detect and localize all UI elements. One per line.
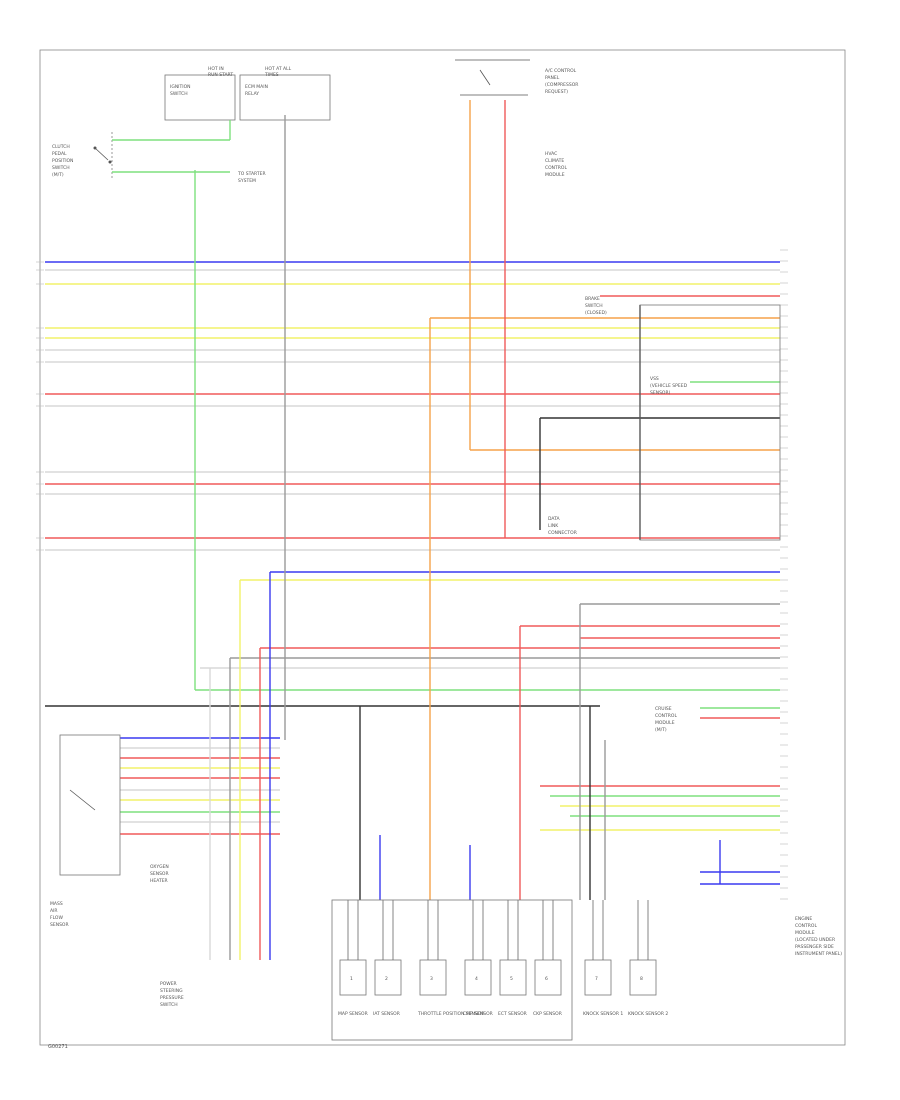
svg-text:OXYGEN: OXYGEN xyxy=(150,864,169,870)
svg-text:SENSOR): SENSOR) xyxy=(650,390,671,396)
inner-module-box xyxy=(639,304,781,541)
svg-text:HEATER: HEATER xyxy=(150,878,168,884)
svg-text:LINK: LINK xyxy=(548,523,559,529)
sensor-box xyxy=(629,959,657,996)
svg-text:HOT IN: HOT IN xyxy=(208,66,224,72)
svg-text:SYSTEM: SYSTEM xyxy=(238,178,256,184)
sensor-box xyxy=(584,959,612,996)
svg-text:(M/T): (M/T) xyxy=(655,727,667,733)
sensor-name: CKP SENSOR xyxy=(533,1011,562,1017)
sensor-name: THROTTLE POSITION SENSOR xyxy=(417,1011,484,1017)
sensor-name: KNOCK SENSOR 1 xyxy=(583,1011,623,1017)
sensor-box xyxy=(534,959,562,996)
svg-text:MODULE: MODULE xyxy=(545,172,565,178)
svg-text:IGNITION: IGNITION xyxy=(170,84,191,90)
sensor-number: 5 xyxy=(510,976,513,982)
svg-text:BRAKE: BRAKE xyxy=(585,296,600,302)
svg-text:SWITCH: SWITCH xyxy=(52,165,70,171)
svg-text:CRUISE: CRUISE xyxy=(655,706,672,712)
sensor-number: 4 xyxy=(475,976,478,982)
sensor-number: 1 xyxy=(350,976,353,982)
diagram-frame xyxy=(39,49,846,1046)
svg-text:TO STARTER: TO STARTER xyxy=(237,171,266,177)
sensor-number: 6 xyxy=(545,976,548,982)
sensor-name: KNOCK SENSOR 2 xyxy=(628,1011,668,1017)
svg-text:POWER: POWER xyxy=(160,981,177,987)
svg-text:CONTROL: CONTROL xyxy=(545,165,567,171)
svg-text:DATA: DATA xyxy=(548,516,561,522)
svg-text:PRESSURE: PRESSURE xyxy=(160,995,184,1001)
sensor-number: 2 xyxy=(385,976,388,982)
svg-text:CLIMATE: CLIMATE xyxy=(545,158,564,164)
svg-text:CLUTCH: CLUTCH xyxy=(52,144,70,150)
svg-text:RELAY: RELAY xyxy=(245,91,259,97)
svg-text:PEDAL: PEDAL xyxy=(52,151,67,157)
svg-text:TIMES: TIMES xyxy=(264,72,279,78)
svg-text:HVAC: HVAC xyxy=(545,151,557,157)
footer-code: G00271 xyxy=(48,1044,68,1050)
sensor-box xyxy=(464,959,492,996)
top-left-switch-group: CLUTCH PEDAL POSITION SWITCH (M/T) xyxy=(52,132,113,180)
left-connector-pins xyxy=(36,261,44,551)
svg-text:VSS: VSS xyxy=(650,376,659,382)
top-center-relay: A/C CONTROL PANEL (COMPRESSOR REQUEST) H… xyxy=(455,59,578,178)
svg-text:ECM MAIN: ECM MAIN xyxy=(245,84,268,90)
right-connector-pins xyxy=(780,249,788,900)
svg-text:SWITCH: SWITCH xyxy=(585,303,603,309)
svg-text:SENSOR: SENSOR xyxy=(150,871,169,877)
svg-text:(VEHICLE SPEED: (VEHICLE SPEED xyxy=(650,383,688,389)
sensor-number: 7 xyxy=(595,976,598,982)
sensor-number: 8 xyxy=(640,976,643,982)
svg-text:HOT AT ALL: HOT AT ALL xyxy=(265,66,292,72)
svg-text:MODULE: MODULE xyxy=(655,720,675,726)
vertical-wire-bus xyxy=(112,100,721,960)
svg-text:SWITCH: SWITCH xyxy=(160,1002,178,1008)
svg-text:POSITION: POSITION xyxy=(52,158,73,164)
svg-text:(M/T): (M/T) xyxy=(52,172,64,178)
top-relay-boxes: HOT IN RUN START HOT AT ALL TIMES IGNITI… xyxy=(164,66,331,184)
svg-text:REQUEST): REQUEST) xyxy=(545,89,568,95)
sensor-box xyxy=(419,959,447,996)
svg-text:(CLOSED): (CLOSED) xyxy=(585,310,607,316)
svg-text:CONTROL: CONTROL xyxy=(655,713,677,719)
sensor-name: ECT SENSOR xyxy=(498,1011,527,1017)
svg-text:A/C CONTROL: A/C CONTROL xyxy=(545,68,577,74)
sensor-number: 3 xyxy=(430,976,433,982)
svg-text:SWITCH: SWITCH xyxy=(170,91,188,97)
sensor-group-box xyxy=(331,899,573,1041)
svg-text:STEERING: STEERING xyxy=(160,988,183,994)
sensor-box xyxy=(499,959,527,996)
svg-text:PANEL: PANEL xyxy=(545,75,560,81)
svg-text:CONNECTOR: CONNECTOR xyxy=(548,530,577,536)
sensor-name: IAT SENSOR xyxy=(373,1011,400,1017)
horizontal-wire-bus xyxy=(45,261,780,885)
sensor-name: MAP SENSOR xyxy=(338,1011,368,1017)
sensor-box xyxy=(339,959,367,996)
sensor-box xyxy=(374,959,402,996)
svg-text:(COMPRESSOR: (COMPRESSOR xyxy=(545,82,578,88)
svg-text:RUN START: RUN START xyxy=(208,72,233,78)
sensor-name: CMP SENSOR xyxy=(463,1011,493,1017)
